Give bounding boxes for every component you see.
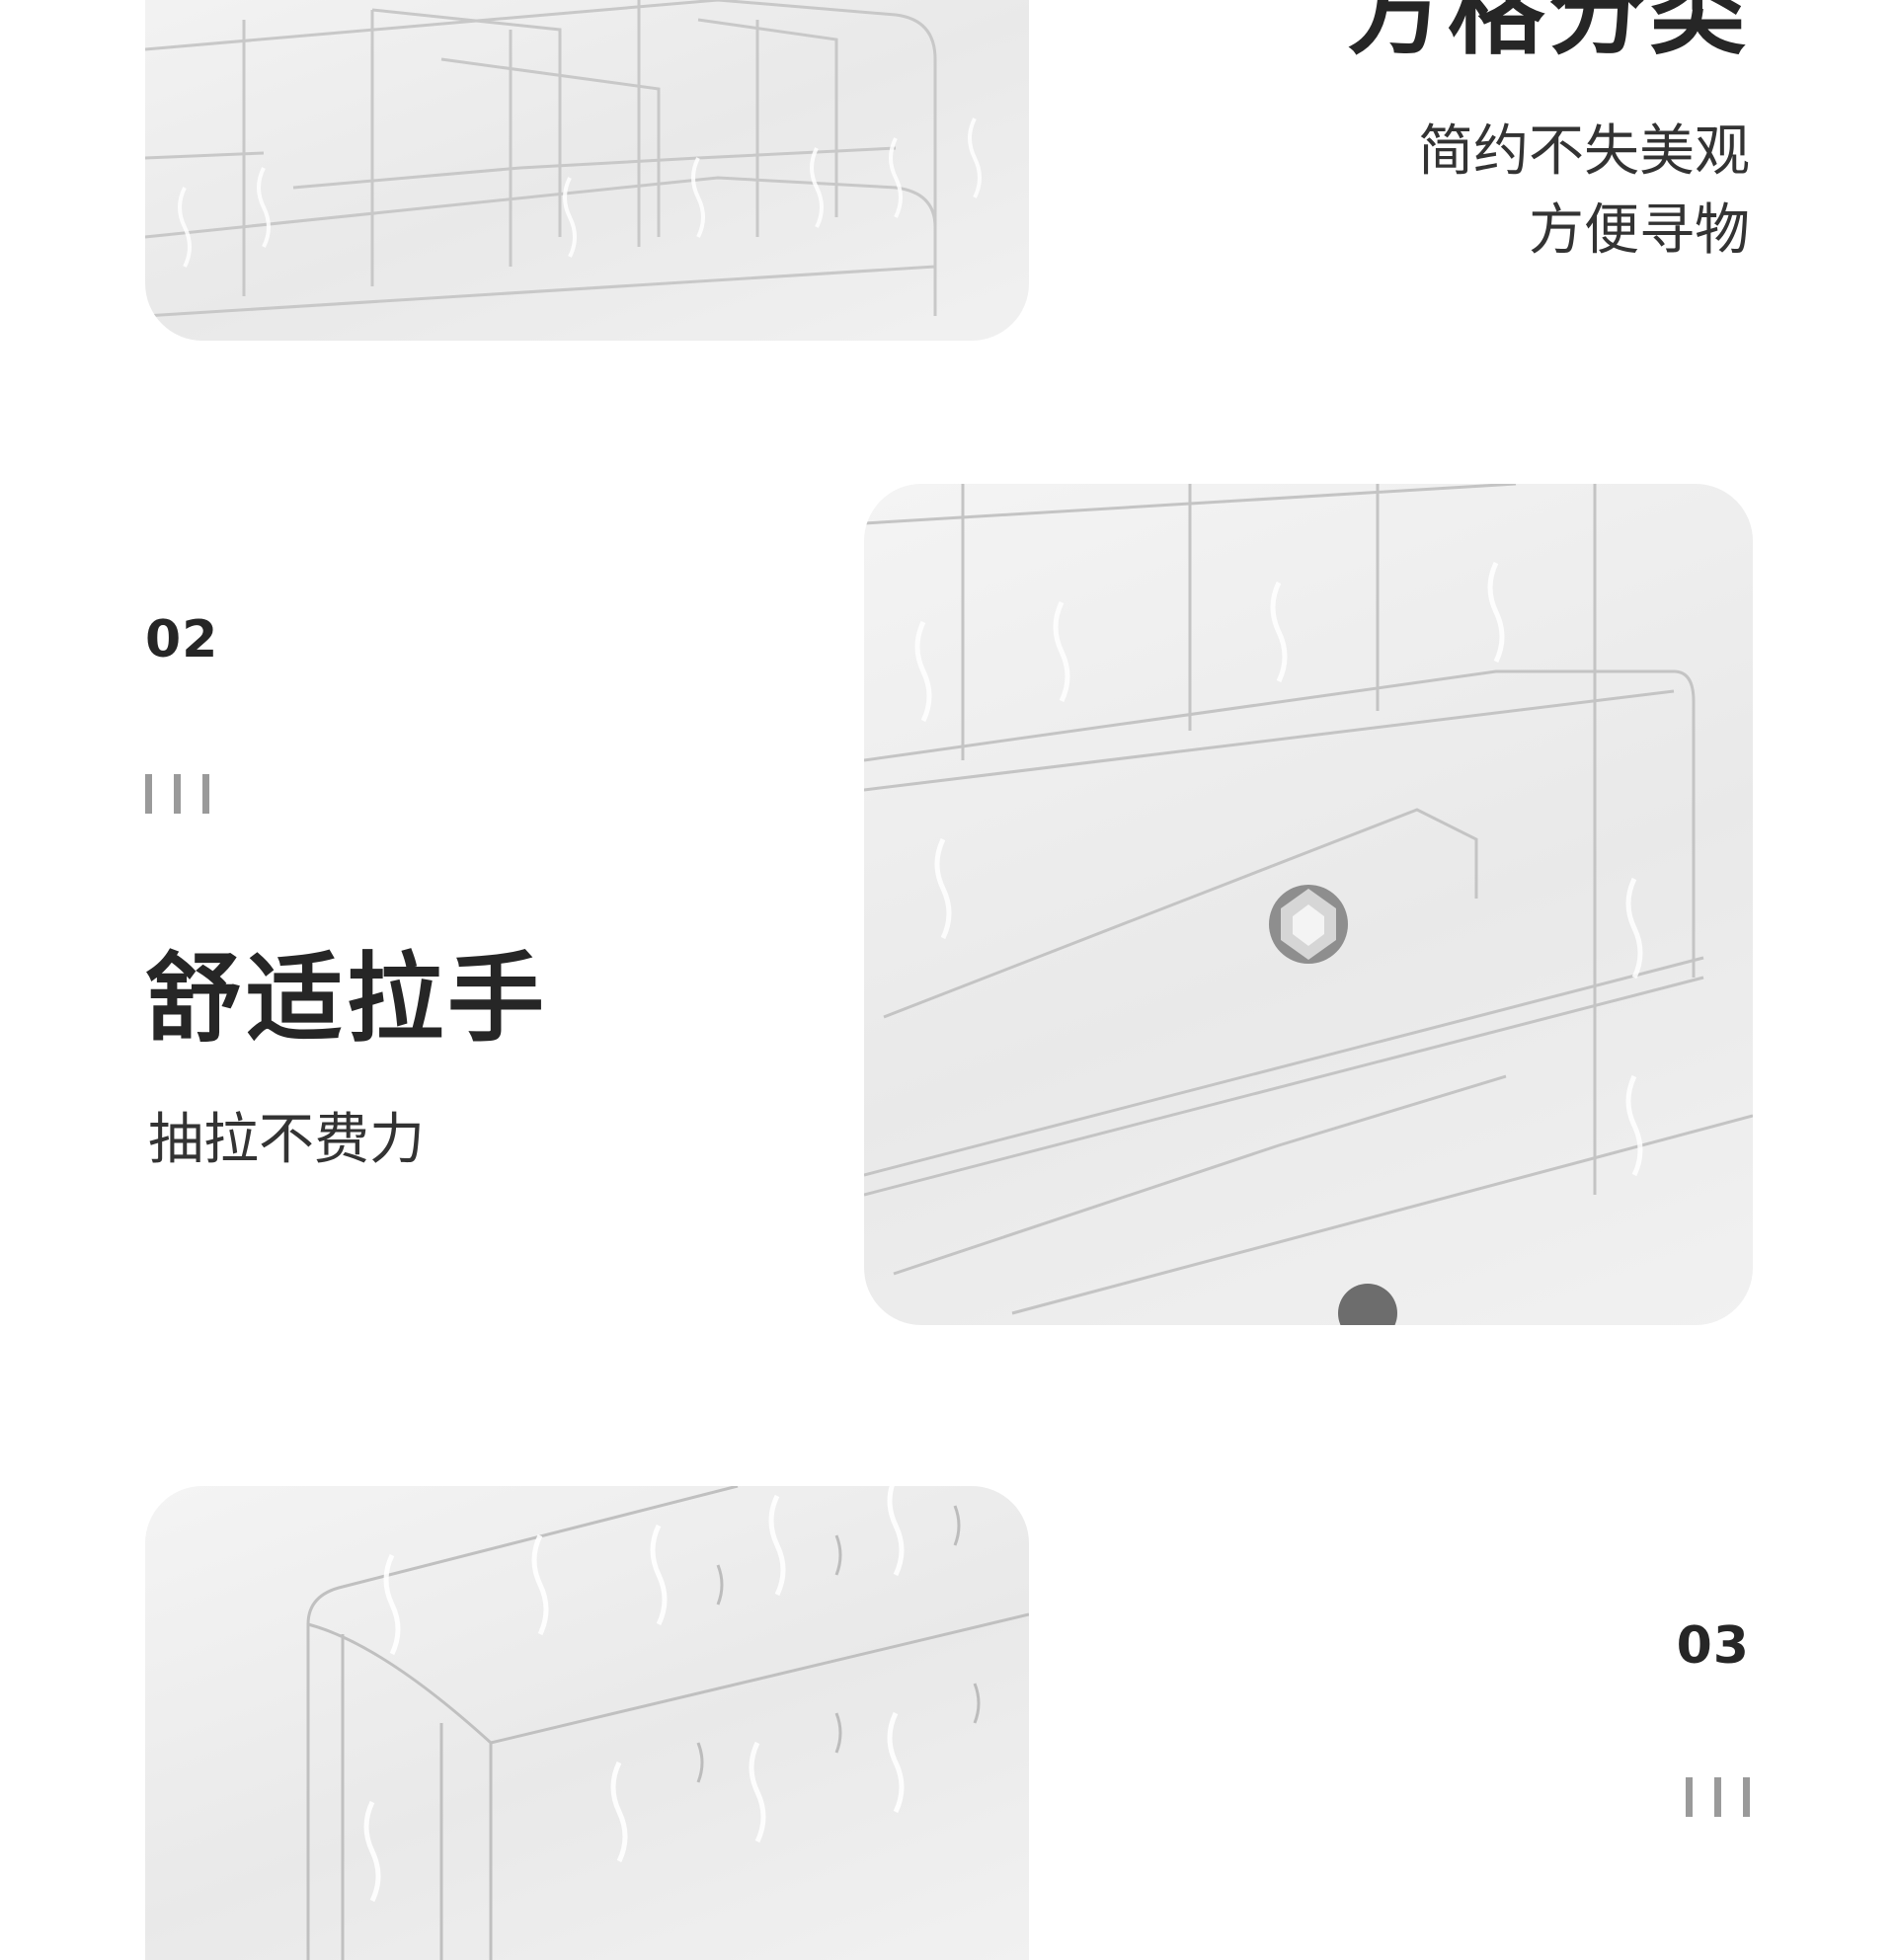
section-3-number: 03 [1676, 1616, 1750, 1676]
divider-bar [1686, 1777, 1693, 1817]
acrylic-box-illustration [306, 1486, 1029, 1960]
section-2-subtitle: 抽拉不费力 [148, 1108, 425, 1172]
grid-organizer-image [145, 0, 1029, 341]
section-2-number: 02 [145, 610, 219, 669]
section-1-subtitle: 简约不失美观 方便寻物 [1418, 113, 1750, 271]
section-1-subtitle-line-1: 简约不失美观 [1418, 119, 1750, 184]
section-3-divider-bars [1686, 1777, 1750, 1817]
divider-bar [1714, 1777, 1721, 1817]
grid-organizer-illustration [145, 0, 982, 318]
drawer-knob-illustration [864, 484, 1753, 1325]
divider-bar [145, 774, 152, 814]
divider-bar [202, 774, 209, 814]
section-1-subtitle-line-2: 方便寻物 [1529, 198, 1750, 263]
divider-bar [1743, 1777, 1750, 1817]
divider-bar [174, 774, 181, 814]
section-2-divider-bars [145, 774, 209, 814]
acrylic-box-image [145, 1486, 1029, 1960]
crystal-knob-icon [1269, 885, 1397, 1325]
drawer-knob-image [864, 484, 1753, 1325]
section-1-title: 方格分类 [1346, 0, 1750, 68]
section-2-title: 舒适拉手 [145, 943, 549, 1056]
